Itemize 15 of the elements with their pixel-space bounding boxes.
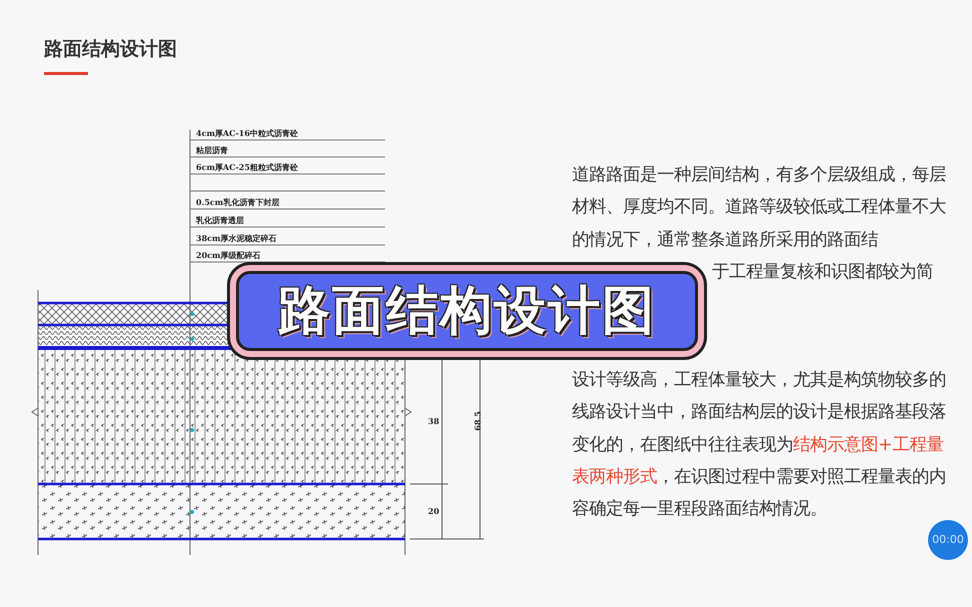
layer-label: 乳化沥青透层 xyxy=(196,215,244,225)
page-heading: 路面结构设计图 xyxy=(44,37,177,62)
layer-label: 6cm厚AC-25粗粒式沥青砼 xyxy=(196,162,298,172)
paragraph: 道路路面是一种层间结构，有多个层级组成，每层材料、厚度均不同。道路等级较低或工程体量不大的情况下，通常整条道路所采用的路面结 xyxy=(572,164,947,252)
paragraph: 于工程量复核和识图都较为简 xyxy=(712,261,933,284)
layer-label: 20cm厚级配碎石 xyxy=(196,250,260,260)
layer-label: 4cm厚AC-16中粒式沥青砼 xyxy=(196,128,298,138)
layer-label: 粘层沥青 xyxy=(196,145,228,155)
dimension-label: 38 xyxy=(428,416,440,426)
dimension-label: 20 xyxy=(428,506,440,516)
timer-badge: 00:00 xyxy=(928,520,968,560)
layer-label: 0.5cm乳化沥青下封层 xyxy=(196,197,280,207)
layer-label: 38cm厚水泥稳定碎石 xyxy=(196,233,276,243)
paragraph: 设计等级高，工程体量较大，尤其是构筑物较多的线路设计当中，路面结构层的设计是根据路基段落变化的，在图纸中往往表现为结构示意图+工程量表两种形式，在识图过程中需要对照工程量表的内容确定每一里程段路面结构情况。 xyxy=(572,369,947,522)
dimension-label: 68.5 xyxy=(472,411,483,431)
